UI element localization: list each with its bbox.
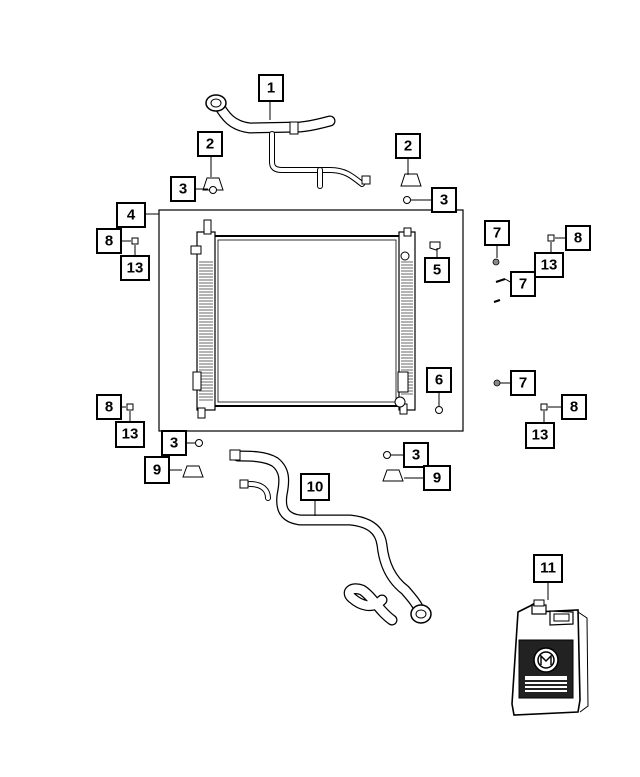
svg-text:13: 13: [122, 426, 139, 443]
grommet: [209, 186, 217, 194]
callout-8: 8: [561, 394, 587, 420]
callout-13: 13: [534, 252, 564, 278]
coolant-jug: [511, 599, 589, 716]
pin: [495, 278, 506, 283]
callout-10: 10: [300, 473, 330, 501]
svg-text:3: 3: [412, 447, 420, 464]
callout-8: 8: [96, 228, 122, 254]
grommet: [383, 451, 391, 459]
drain-fitting: [429, 241, 441, 251]
svg-text:8: 8: [574, 230, 582, 247]
pin: [493, 299, 501, 303]
svg-text:2: 2: [404, 138, 412, 155]
callout-9: 9: [144, 456, 170, 484]
svg-text:3: 3: [170, 435, 178, 452]
svg-text:9: 9: [433, 470, 441, 487]
clip: [131, 237, 139, 245]
svg-text:7: 7: [493, 225, 501, 242]
callout-7: 7: [510, 370, 536, 396]
callout-1: 1: [258, 74, 284, 102]
svg-text:2: 2: [206, 136, 214, 153]
svg-text:10: 10: [307, 479, 324, 496]
svg-text:7: 7: [519, 375, 527, 392]
svg-text:6: 6: [435, 372, 443, 389]
clip: [540, 403, 548, 411]
callout-2: 2: [395, 133, 421, 159]
svg-text:7: 7: [519, 276, 527, 293]
svg-text:8: 8: [105, 233, 113, 250]
svg-text:8: 8: [570, 399, 578, 416]
radiator: [190, 219, 416, 419]
lower-radiator-hose: [229, 449, 432, 626]
svg-text:4: 4: [127, 207, 136, 224]
callout-3: 3: [170, 176, 196, 202]
radiator-assembly-frame: [158, 209, 464, 432]
svg-text:13: 13: [532, 427, 549, 444]
grommet: [403, 196, 411, 204]
svg-text:5: 5: [433, 262, 441, 279]
svg-text:13: 13: [127, 260, 144, 277]
callout-8: 8: [96, 394, 122, 420]
svg-text:13: 13: [541, 257, 558, 274]
svg-text:8: 8: [105, 399, 113, 416]
bolt: [493, 379, 501, 387]
callout-3: 3: [403, 442, 429, 468]
grommet: [195, 439, 203, 447]
upper-isolator-right: [400, 173, 422, 187]
callout-8: 8: [565, 225, 591, 251]
lower-isolator-left: [182, 465, 204, 478]
callout-13: 13: [115, 421, 145, 448]
callout-4: 4: [116, 202, 146, 228]
callout-3: 3: [161, 430, 187, 456]
bolt: [492, 258, 500, 266]
svg-text:3: 3: [440, 192, 448, 209]
svg-text:9: 9: [153, 462, 161, 479]
svg-text:1: 1: [267, 80, 275, 97]
callout-9: 9: [423, 465, 451, 491]
callout-7: 7: [510, 271, 536, 297]
svg-text:3: 3: [179, 181, 187, 198]
callout-2: 2: [197, 131, 223, 157]
lower-isolator-right: [382, 469, 404, 482]
callout-3: 3: [431, 187, 457, 213]
callout-7: 7: [484, 220, 510, 246]
callout-11: 11: [533, 554, 563, 583]
clip: [547, 234, 555, 242]
callout-5: 5: [424, 257, 450, 283]
upper-radiator-hose: [205, 94, 371, 189]
callout-13: 13: [525, 422, 555, 449]
svg-text:11: 11: [540, 560, 556, 577]
callout-6: 6: [426, 367, 452, 393]
callout-13: 13: [120, 255, 150, 281]
clip: [126, 403, 134, 411]
drain-cap: [435, 406, 443, 414]
